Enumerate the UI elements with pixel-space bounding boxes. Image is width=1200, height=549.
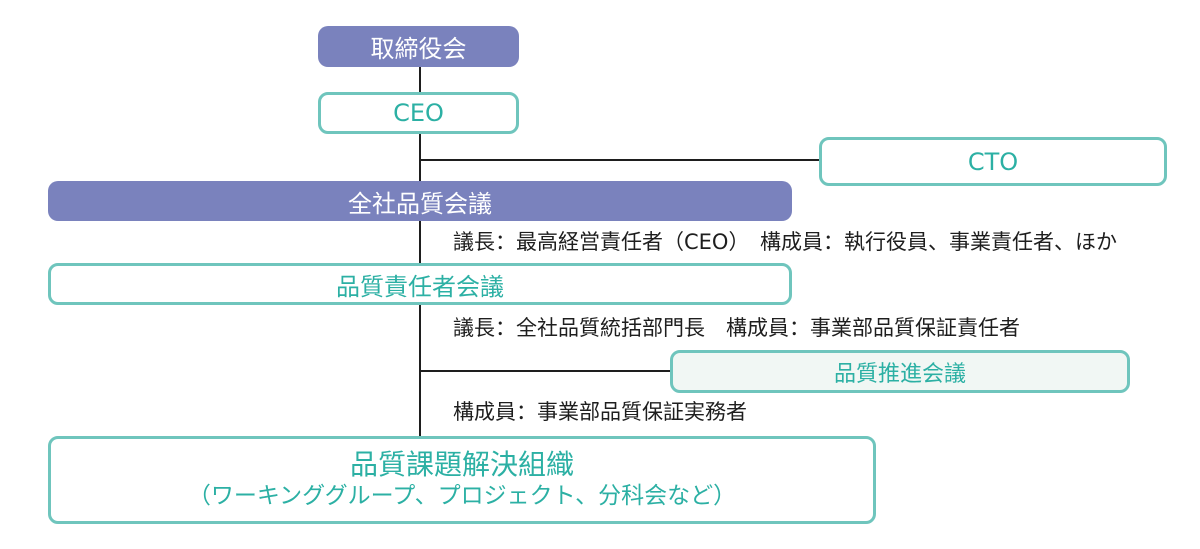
quality-promotion-meeting-note: 構成員：事業部品質保証実務者 (453, 400, 747, 424)
company-quality-meeting-label: 全社品質会議 (348, 189, 492, 218)
quality-promotion-meeting-node: 品質推進会議 (670, 350, 1130, 393)
quality-problem-org-node: 品質課題解決組織 （ワーキンググループ、プロジェクト、分科会など） (48, 436, 876, 524)
quality-promotion-meeting-label: 品質推進会議 (833, 361, 966, 387)
board-label: 取締役会 (370, 35, 467, 63)
promotion-branch-line (419, 370, 672, 372)
cto-label: CTO (967, 147, 1019, 176)
trunk-line-top (419, 66, 421, 92)
company-quality-meeting-note: 議長：最高経営責任者（CEO） 構成員：執行役員、事業責任者、ほか (453, 230, 1117, 254)
company-quality-meeting-node: 全社品質会議 (48, 181, 792, 221)
ceo-label: CEO (393, 99, 444, 127)
quality-managers-meeting-label: 品質責任者会議 (336, 272, 504, 301)
cto-branch-line (419, 159, 821, 161)
quality-managers-meeting-note: 議長：全社品質統括部門長 構成員：事業部品質保証責任者 (453, 316, 1020, 340)
cto-node: CTO (819, 137, 1167, 186)
quality-problem-org-title: 品質課題解決組織 (349, 448, 574, 482)
ceo-node: CEO (318, 92, 519, 134)
quality-problem-org-subtitle: （ワーキンググループ、プロジェクト、分科会など） (187, 482, 737, 509)
board-node: 取締役会 (318, 26, 519, 67)
quality-managers-meeting-node: 品質責任者会議 (48, 263, 792, 305)
